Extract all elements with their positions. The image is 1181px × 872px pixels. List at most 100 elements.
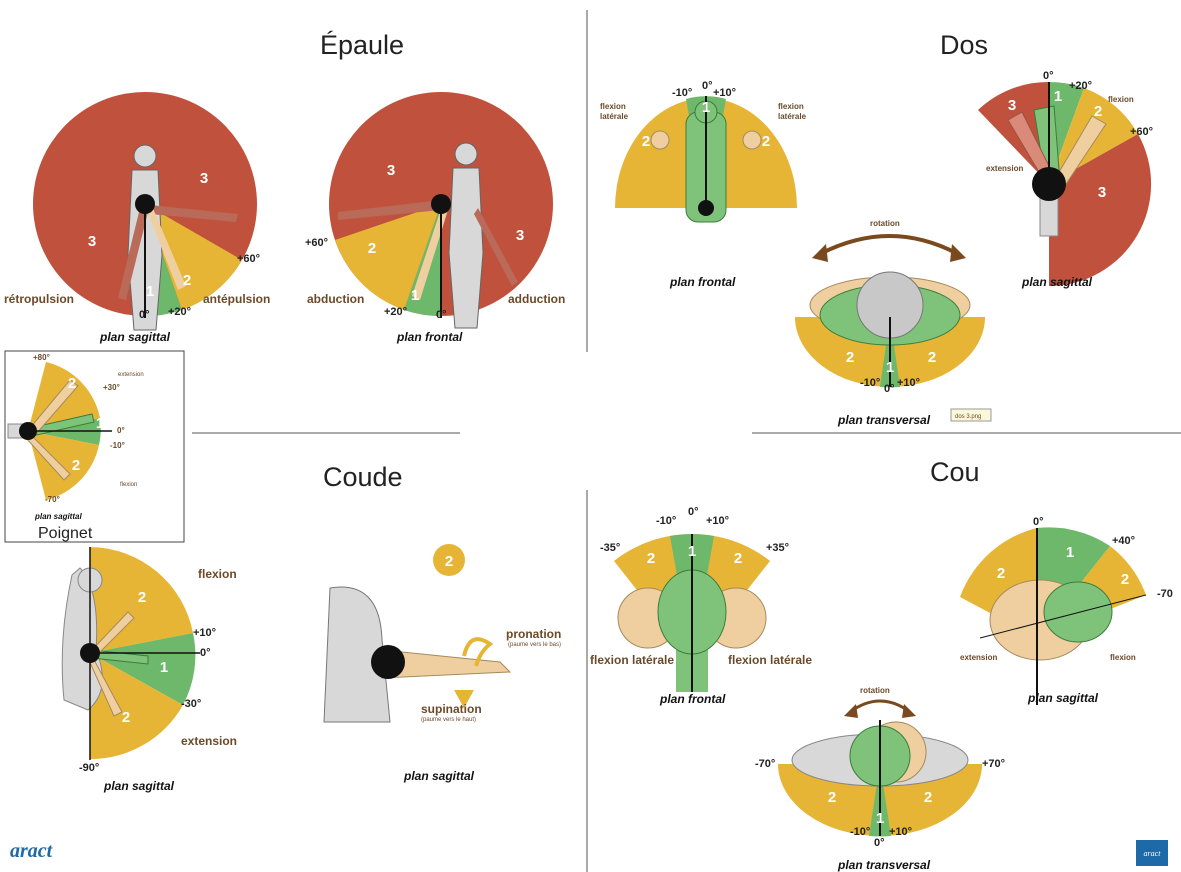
- angle-label: +60°: [305, 237, 328, 249]
- dos-transversal-diagram: rotation 1 2 2 -10° 0° +10° plan transve…: [795, 219, 991, 427]
- zone-2-label: 2: [928, 349, 936, 366]
- extension-label: extension: [118, 372, 144, 378]
- flexion-laterale-label: flexion latérale: [590, 653, 674, 667]
- angle-label: 0°: [1043, 70, 1054, 82]
- antepulsion-label: antépulsion: [203, 292, 270, 306]
- zone-3-label: 3: [387, 162, 395, 179]
- angle-label: +70°: [982, 758, 1005, 770]
- file-tag-text: dos 3.png: [955, 414, 981, 420]
- cou-frontal-diagram: -35° -10° 0° +10° +35° flexion latérale …: [590, 506, 812, 706]
- extension-label: extension: [960, 653, 997, 662]
- zone-2-label: 2: [1121, 571, 1129, 588]
- angle-label: -10°: [850, 826, 870, 838]
- plan-label: plan sagittal: [34, 512, 82, 521]
- plan-label: plan sagittal: [99, 330, 171, 344]
- retropulsion-label: rétropulsion: [4, 292, 74, 306]
- cou-section: Cou -35° -10° 0° +10° +35° flexion latér…: [590, 457, 1173, 872]
- zone-3-label: 3: [200, 170, 208, 187]
- angle-label: -90°: [79, 762, 99, 774]
- angle-label: -70°: [755, 758, 775, 770]
- angle-label: +30°: [103, 383, 120, 392]
- zone-2-label: 2: [997, 565, 1005, 582]
- flexion-label: flexion: [1108, 95, 1134, 104]
- elbow-joint: [371, 645, 405, 679]
- zone-3-label: 3: [1008, 97, 1016, 114]
- extension-label: extension: [181, 734, 237, 748]
- zone-1-label: 1: [411, 287, 419, 304]
- zone-2-label: 2: [642, 133, 650, 150]
- plan-label: plan transversal: [837, 858, 931, 872]
- zone-2-label: 2: [846, 349, 854, 366]
- angle-label: 0°: [117, 426, 125, 435]
- adduction-label: adduction: [508, 292, 565, 306]
- dos-frontal-diagram: flexion latérale flexion latérale -10° 0…: [600, 80, 807, 289]
- angle-label: 0°: [874, 837, 885, 849]
- zone-1-label: 1: [96, 415, 104, 432]
- rotation-label: rotation: [870, 219, 900, 228]
- plan-label: plan sagittal: [1021, 275, 1093, 289]
- flexion-laterale-label: latérale: [600, 112, 629, 121]
- zone-1-label: 1: [1054, 88, 1062, 105]
- flexion-laterale-label: flexion latérale: [728, 653, 812, 667]
- supination-sub-label: (paume vers le haut): [421, 717, 476, 723]
- angle-label: +10°: [193, 627, 216, 639]
- zone-3-label: 3: [1098, 184, 1106, 201]
- aract-logo-right: aract: [1136, 840, 1168, 866]
- arrow-head-left: [844, 704, 858, 718]
- arrow-head-right: [902, 704, 916, 718]
- zone-2-label: 2: [122, 709, 130, 726]
- flexion-label: flexion: [120, 482, 137, 488]
- head-right: [743, 131, 761, 149]
- angle-label: +60°: [1130, 126, 1153, 138]
- zone-3-label: 3: [516, 227, 524, 244]
- dos-sagittal-diagram: 0° +20° +60° flexion extension 1 2 3 3 p…: [978, 70, 1153, 289]
- cou-sagittal-diagram: 0° +40° -70 extension flexion 1 2 2 plan…: [960, 516, 1173, 705]
- epaule-title: Épaule: [320, 30, 404, 60]
- zone-2-label: 2: [68, 375, 76, 392]
- zone-2-label: 2: [183, 272, 191, 289]
- plan-label: plan sagittal: [403, 769, 475, 783]
- pronation-sub-label: (paume vers le bas): [508, 642, 561, 648]
- angle-label: +10°: [897, 377, 920, 389]
- zone-3-label: 3: [88, 233, 96, 250]
- head-left: [651, 131, 669, 149]
- zone-1-label: 1: [688, 543, 696, 560]
- angle-label: +60°: [237, 253, 260, 265]
- shoulder-joint: [431, 194, 451, 214]
- angle-label: +10°: [713, 87, 736, 99]
- dos-title: Dos: [940, 30, 988, 60]
- epaule-frontal-diagram: 3 3 2 1 +60° +20° 0° abduction adduction…: [305, 92, 565, 344]
- epaule-sagittal-diagram: 3 3 2 1 +60° +20° 0° rétropulsion antépu…: [4, 92, 270, 344]
- plan-label: plan frontal: [396, 330, 463, 344]
- angle-label: -10°: [860, 377, 880, 389]
- angle-label: +20°: [1069, 80, 1092, 92]
- plan-label: plan transversal: [837, 413, 931, 427]
- aract-logo-left: aract: [10, 840, 54, 862]
- angle-label: 0°: [1033, 516, 1044, 528]
- zone-2-label: 2: [138, 589, 146, 606]
- angle-label: +20°: [168, 306, 191, 318]
- poignet-section: +80° +30° 0° -10° -70° extension flexion…: [5, 351, 184, 542]
- plan-label: plan sagittal: [1027, 691, 1099, 705]
- pronation-label: pronation: [506, 627, 561, 641]
- angle-label: -10°: [672, 87, 692, 99]
- wrist-joint: [19, 422, 37, 440]
- plan-label: plan frontal: [669, 275, 736, 289]
- shoulder-joint: [135, 194, 155, 214]
- rotation-arrow: [850, 701, 910, 712]
- person-figure: [449, 143, 483, 328]
- flexion-laterale-label: flexion: [600, 102, 626, 111]
- angle-label: 0°: [702, 80, 713, 92]
- zone-1-label: 1: [702, 99, 710, 116]
- arrow-head-right: [950, 244, 966, 262]
- angle-label: +10°: [889, 826, 912, 838]
- flexion-label: flexion: [1110, 653, 1136, 662]
- supination-label: supination: [421, 702, 482, 716]
- zone-2-label: 2: [1094, 103, 1102, 120]
- plan-label: plan sagittal: [103, 779, 175, 793]
- rotation-label: rotation: [860, 686, 890, 695]
- zone-2-label: 2: [762, 133, 770, 150]
- zone-2-label: 2: [445, 553, 453, 570]
- arrow-head-left: [812, 244, 828, 262]
- angle-label: +40°: [1112, 535, 1135, 547]
